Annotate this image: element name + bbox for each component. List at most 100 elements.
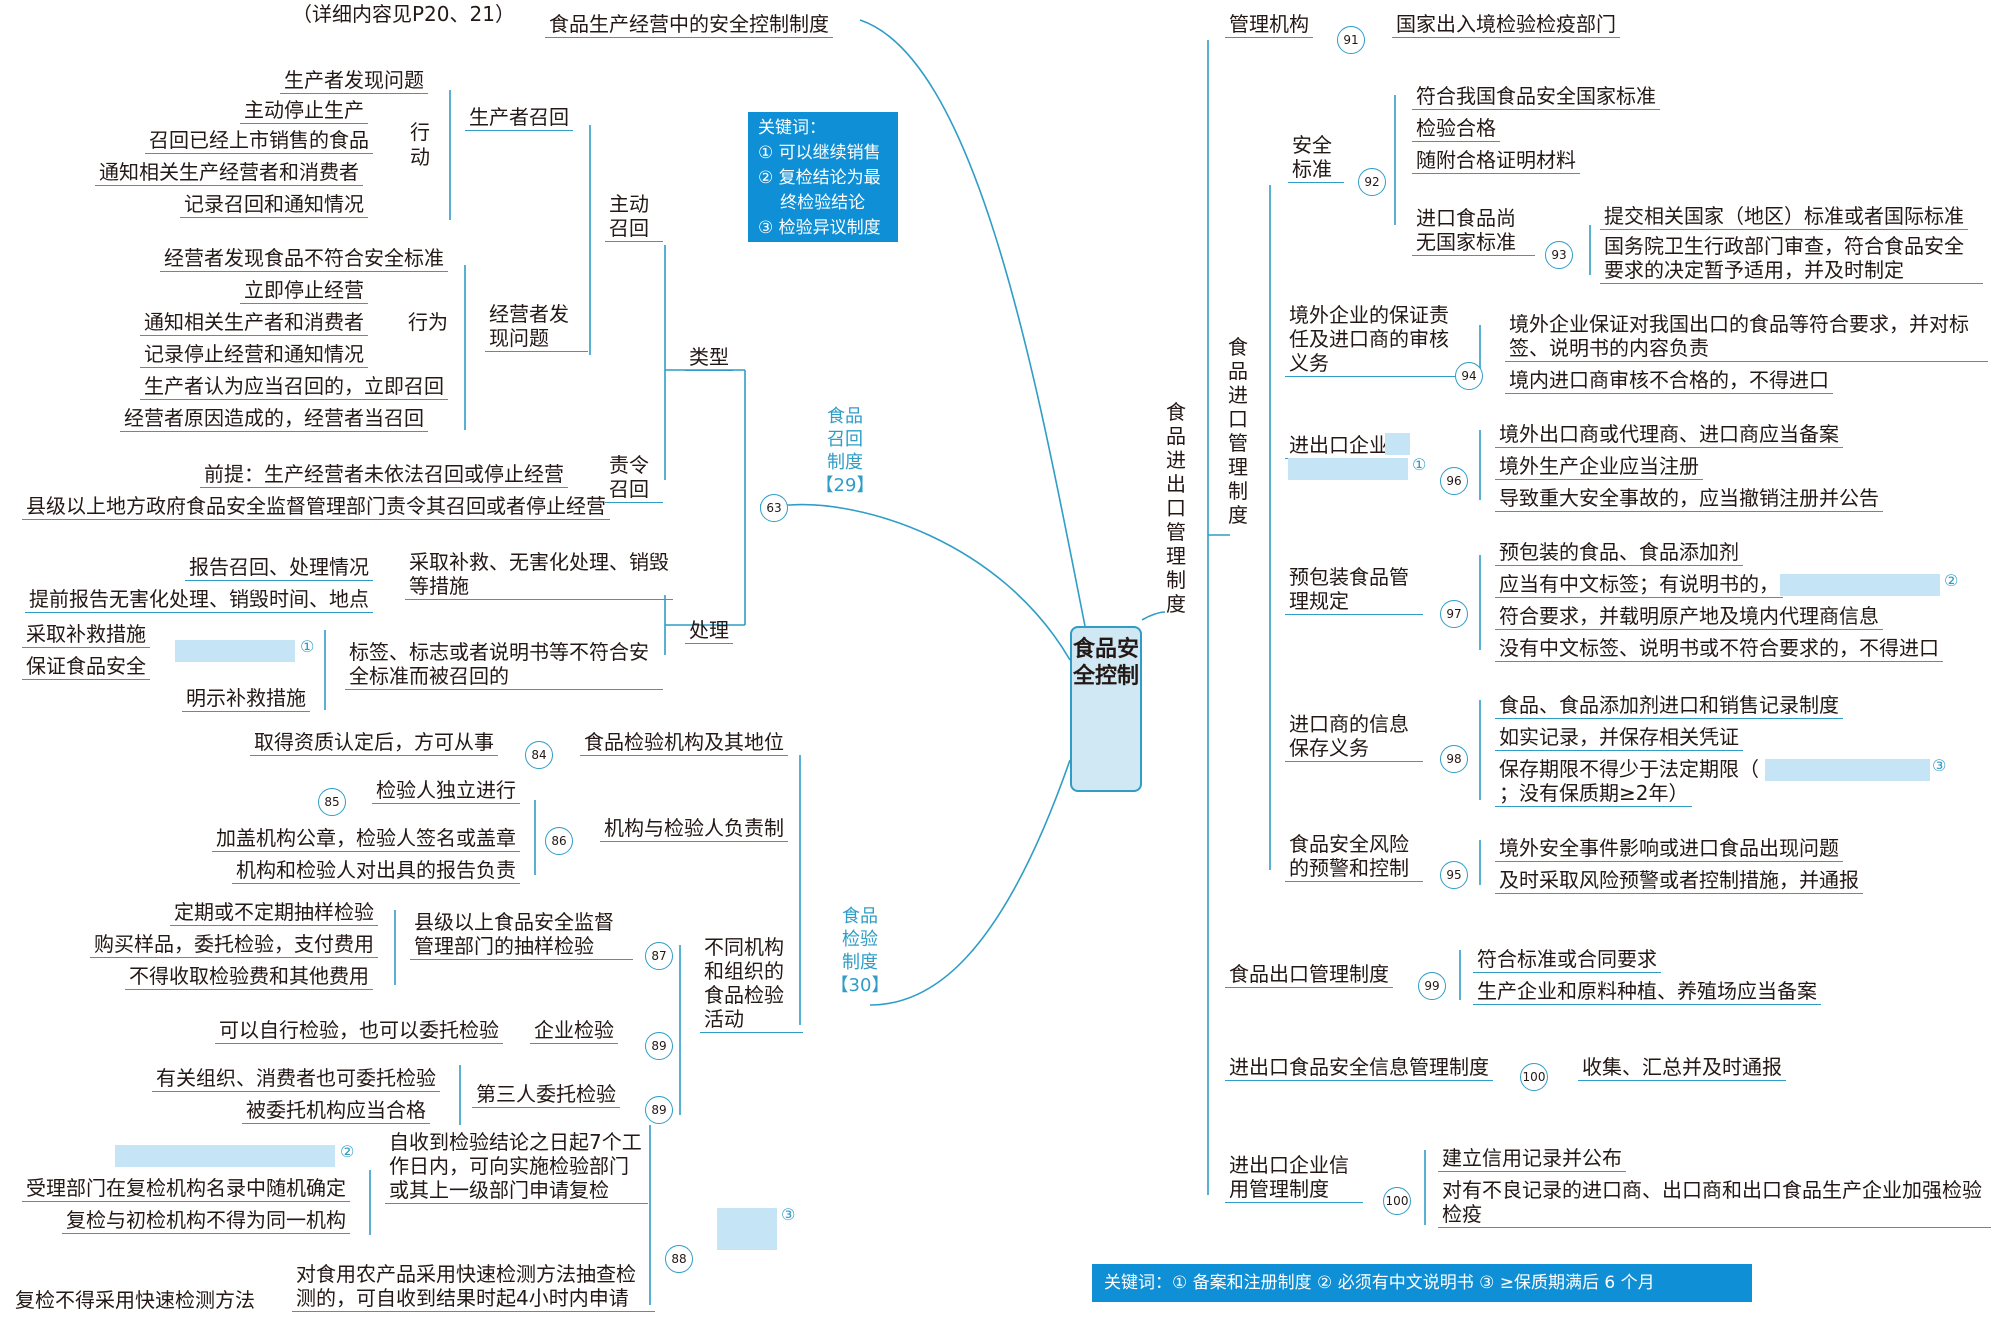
info-item: ；没有保质期≥2年） <box>1495 781 1693 807</box>
recheck-item: 受理部门在复检机构名录中随机确定 <box>22 1176 350 1202</box>
ordered-item: 前提：生产经营者未依法召回或停止经营 <box>200 462 568 488</box>
answer-blank <box>1765 759 1930 781</box>
operator-found-node: 经营者发现问题 <box>485 302 588 352</box>
link-center-safety <box>859 19 1086 627</box>
safety-std-node: 安全标准 <box>1288 133 1344 183</box>
keyword-box: 关键词： ① 可以继续销售 ② 复检结论为最终检验结论 ③ 检验异议制度 <box>748 112 898 242</box>
mgmt-node: 管理机构 <box>1225 12 1313 38</box>
no-std-node: 进口食品尚无国家标准 <box>1412 206 1535 256</box>
resp-item: 加盖机构公章，检验人签名或盖章 <box>212 826 520 852</box>
num-badge: 89 <box>645 1032 673 1060</box>
num-badge: 91 <box>1337 26 1365 54</box>
resp-node: 机构与检验人负责制 <box>600 816 788 842</box>
num-badge: 87 <box>645 942 673 970</box>
blank-number: ① <box>1412 455 1427 474</box>
third-node: 第三人委托检验 <box>472 1082 620 1108</box>
enterprise-node: 企业检验 <box>530 1018 618 1044</box>
third-item: 有关组织、消费者也可委托检验 <box>152 1066 440 1092</box>
county-item: 不得收取检验费和其他费用 <box>125 964 373 990</box>
risk-item: 境外安全事件影响或进口食品出现问题 <box>1495 836 1843 862</box>
num-badge: 94 <box>1455 362 1483 390</box>
num-badge: 63 <box>760 494 788 522</box>
operator-item: 通知相关生产者和消费者 <box>140 310 368 336</box>
handle-b-item: 保证食品安全 <box>22 654 150 680</box>
std-item: 符合我国食品安全国家标准 <box>1412 84 1660 110</box>
risk-item: 及时采取风险预警或者控制措施，并通报 <box>1495 868 1863 894</box>
county-item: 定期或不定期抽样检验 <box>170 900 378 926</box>
inspect-inst-item: 取得资质认定后，方可从事 <box>250 730 498 756</box>
num-badge: 93 <box>1545 241 1573 269</box>
producer-item: 通知相关生产经营者和消费者 <box>95 160 363 186</box>
info-mgmt-node: 进出口食品安全信息管理制度 <box>1225 1055 1493 1081</box>
note-text: （详细内容见P20、21） <box>292 2 515 26</box>
handle-node: 处理 <box>685 618 733 644</box>
producer-item: 生产者发现问题 <box>280 68 428 94</box>
ie-ent-item: 境外出口商或代理商、进口商应当备案 <box>1495 422 1843 448</box>
resp-item: 检验人独立进行 <box>372 778 520 804</box>
producer-item: 记录召回和通知情况 <box>180 192 368 218</box>
mgmt-item: 国家出入境检验检疫部门 <box>1392 12 1620 38</box>
prepack-item: 预包装的食品、食品添加剂 <box>1495 540 1743 566</box>
num-badge: 96 <box>1440 467 1468 495</box>
operator-item: 经营者原因造成的，经营者当召回 <box>120 406 428 432</box>
county-item: 购买样品，委托检验，支付费用 <box>90 932 378 958</box>
operator-item: 记录停止经营和通知情况 <box>140 342 368 368</box>
link-center-recall <box>789 503 1071 661</box>
rapid-item: 复检不得采用快速检测方法 <box>15 1288 255 1312</box>
import-title: 食品进口管理制度 <box>1228 335 1248 527</box>
handle-b-item: 明示补救措施 <box>182 686 310 712</box>
num-badge: 89 <box>645 1096 673 1124</box>
ie-ent-node: 进出口企业 <box>1285 433 1393 459</box>
info-item: 如实记录，并保存相关凭证 <box>1495 725 1743 751</box>
ie-ent-item: 境外生产企业应当注册 <box>1495 454 1703 480</box>
num-badge: 85 <box>318 788 346 816</box>
type-node: 类型 <box>685 345 733 371</box>
info-item: 食品、食品添加剂进口和销售记录制度 <box>1495 693 1843 719</box>
behavior-label: 行为 <box>408 310 448 334</box>
center-node: 食品安全控制 <box>1070 626 1142 792</box>
operator-item: 生产者认为应当召回的，立即召回 <box>140 374 448 400</box>
handle-a-item: 报告召回、处理情况 <box>185 555 373 581</box>
risk-node: 食品安全风险的预警和控制 <box>1285 832 1423 882</box>
operator-item: 立即停止经营 <box>240 278 368 304</box>
num-badge: 100 <box>1383 1187 1411 1215</box>
recall-category: 食品召回制度【29】 <box>815 406 875 496</box>
blank-number: ② <box>340 1142 355 1161</box>
guarantee-item: 境内进口商审核不合格的，不得进口 <box>1505 368 1833 394</box>
answer-blank <box>115 1145 335 1167</box>
prepack-item: 没有中文标签、说明书或不符合要求的，不得进口 <box>1495 636 1943 662</box>
info-mgmt-item: 收集、汇总并及时通报 <box>1578 1055 1786 1081</box>
prepack-item: 应当有中文标签；有说明书的， <box>1495 572 1783 598</box>
no-std-item: 提交相关国家（地区）标准或者国际标准 <box>1600 204 1968 230</box>
handle-b-node: 标签、标志或者说明书等不符合安全标准而被召回的 <box>345 640 663 690</box>
producer-item: 召回已经上市销售的食品 <box>145 128 373 154</box>
info-node: 进口商的信息保存义务 <box>1285 712 1423 762</box>
ordered-recall-node: 责令召回 <box>605 453 663 503</box>
prepack-node: 预包装食品管理规定 <box>1285 565 1423 615</box>
credit-node: 进出口企业信用管理制度 <box>1225 1153 1363 1203</box>
num-badge: 95 <box>1440 861 1468 889</box>
answer-blank <box>1780 574 1940 596</box>
credit-item: 建立信用记录并公布 <box>1438 1146 1626 1172</box>
resp-item: 机构和检验人对出具的报告负责 <box>232 858 520 884</box>
bottom-keyword-bar: 关键词：① 备案和注册制度 ② 必须有中文说明书 ③ ≥保质期满后 6 个月 <box>1092 1264 1752 1302</box>
safety-control-node: 食品生产经营中的安全控制制度 <box>545 12 833 38</box>
ie-title: 食品进出口管理制度 <box>1166 400 1186 616</box>
num-badge: 97 <box>1440 600 1468 628</box>
num-badge: 84 <box>525 741 553 769</box>
keyword-item: ② 复检结论为最终检验结论 <box>758 168 881 213</box>
third-item: 被委托机构应当合格 <box>242 1098 430 1124</box>
answer-blank <box>175 640 295 662</box>
link-center-inspect <box>869 759 1071 1006</box>
answer-blank <box>1385 433 1410 455</box>
blank-number: ① <box>300 637 315 656</box>
link-center-ie <box>1141 611 1166 621</box>
info-item: 保存期限不得少于法定期限（ <box>1499 757 1759 781</box>
handle-a-item: 提前报告无害化处理、销毁时间、地点 <box>25 587 373 613</box>
export-item: 生产企业和原料种植、养殖场应当备案 <box>1473 979 1821 1005</box>
num-badge: 92 <box>1358 168 1386 196</box>
credit-item: 对有不良记录的进口商、出口商和出口食品生产企业加强检验检疫 <box>1438 1178 1991 1228</box>
std-item: 检验合格 <box>1412 116 1500 142</box>
